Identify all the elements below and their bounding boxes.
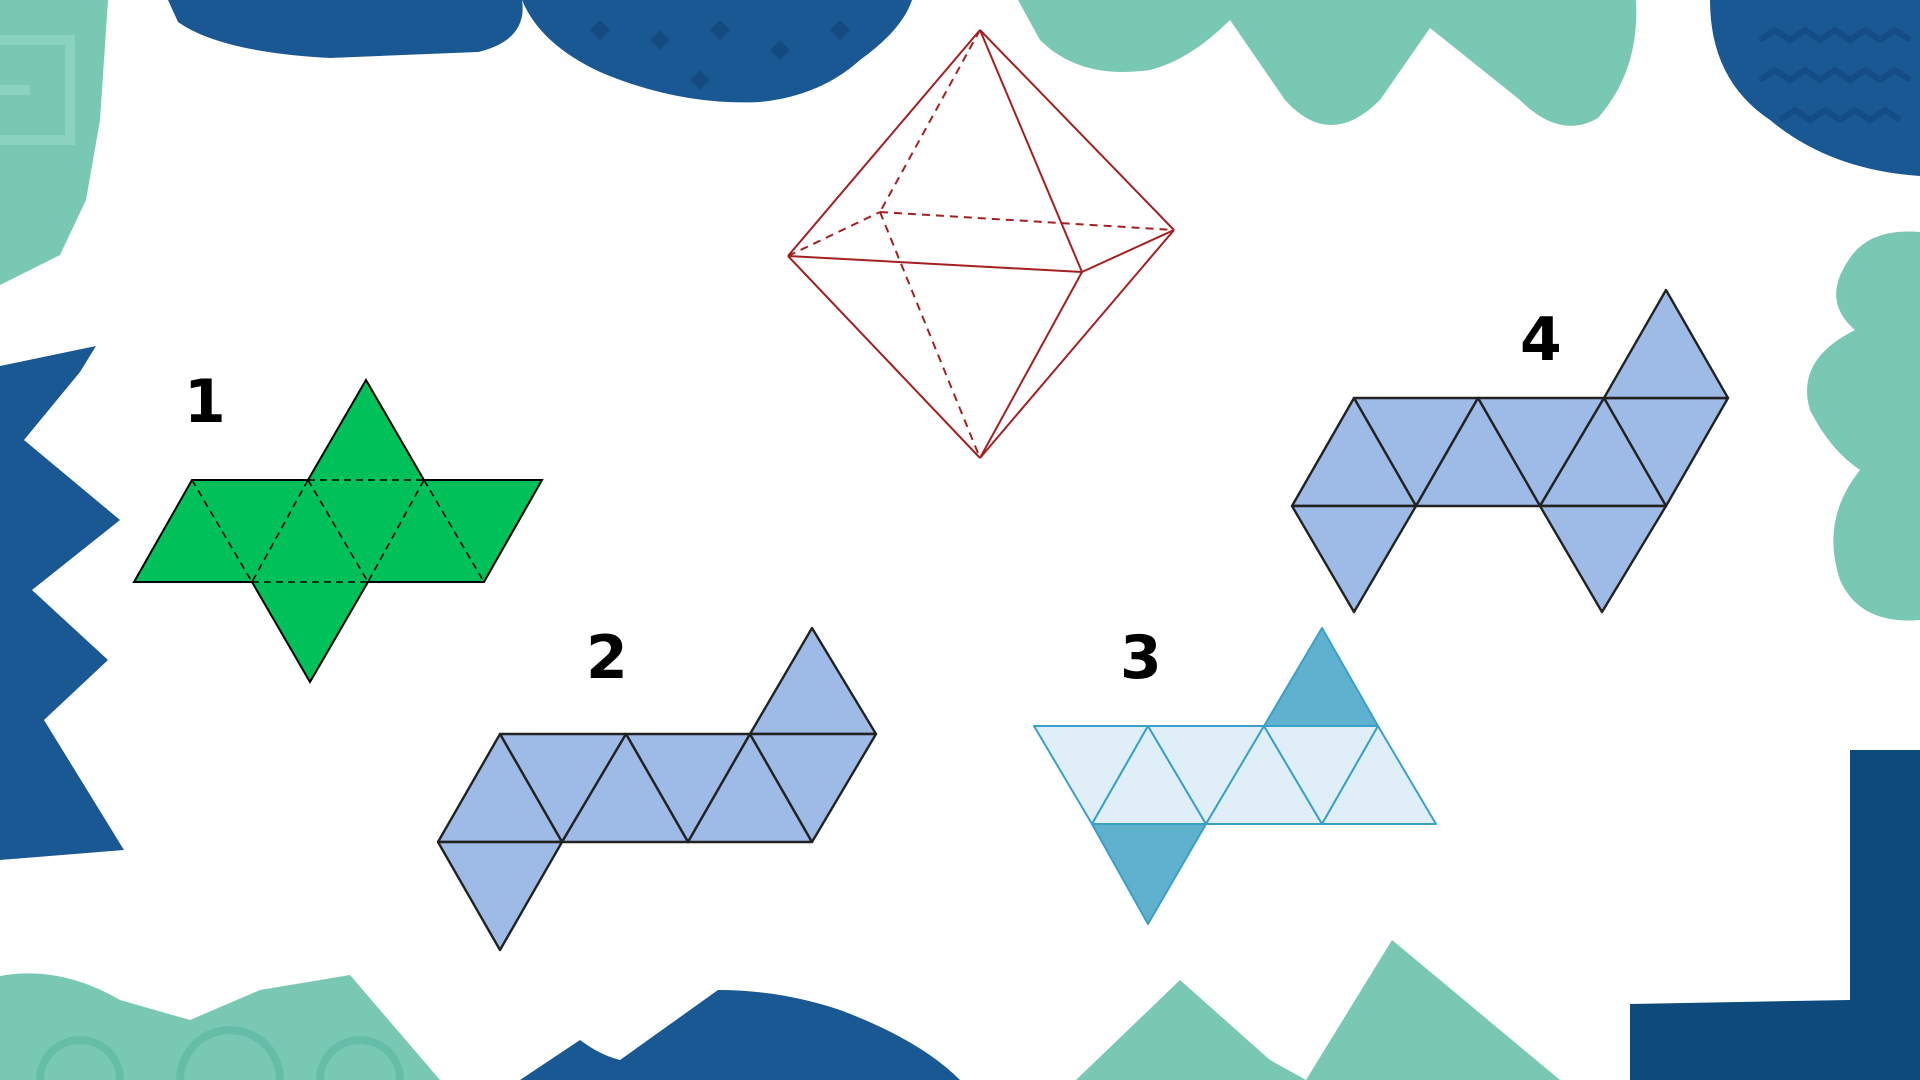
net-3 [1033, 627, 1437, 925]
decor-blue-zigzag-left [0, 346, 124, 860]
net-1-fold-lines [191, 479, 485, 583]
decor-teal-wave-top [1018, 0, 1637, 126]
net-label-4: 4 [1520, 305, 1562, 375]
net-2-face [436, 840, 564, 952]
net-2-face [560, 732, 690, 844]
net-1 [132, 378, 544, 684]
net-2-face [748, 732, 878, 844]
decor-teal-hills-bottomleft [0, 973, 440, 1080]
decor-teal-circles [36, 1026, 404, 1080]
net-label-3: 3 [1120, 623, 1162, 693]
net-3-accent-face [1091, 823, 1207, 925]
decor-teal-cloud-right [1807, 231, 1920, 621]
net-label-1: 1 [184, 367, 226, 437]
decor-blue-mound-bottom [520, 990, 960, 1080]
decor-blue-blob-2 [522, 0, 912, 103]
net-2 [436, 626, 878, 952]
net-4-face [1290, 504, 1418, 614]
net-label-2: 2 [586, 623, 628, 693]
decor-blue-blob-topright [1710, 0, 1920, 176]
decor-teal-topleft-pattern [0, 35, 75, 145]
net-2-face [748, 626, 878, 736]
decor-blue-blob-2-dots [590, 20, 850, 90]
net-4-face [1538, 504, 1668, 614]
decor-teal-peaks-bottom [1076, 940, 1560, 1080]
net-4-face [1414, 396, 1542, 508]
net-3-accent-face [1263, 627, 1379, 727]
net-4 [1290, 288, 1730, 614]
net-4-face [1602, 288, 1730, 400]
decor-navy-corner [1630, 750, 1920, 1080]
decor-blue-blob-topright-zigzag [1758, 26, 1912, 124]
octahedron-3d [787, 29, 1175, 459]
net-1-shape [132, 378, 544, 684]
net-3-face [1321, 725, 1437, 825]
decor-blue-blob-1 [168, 0, 523, 58]
